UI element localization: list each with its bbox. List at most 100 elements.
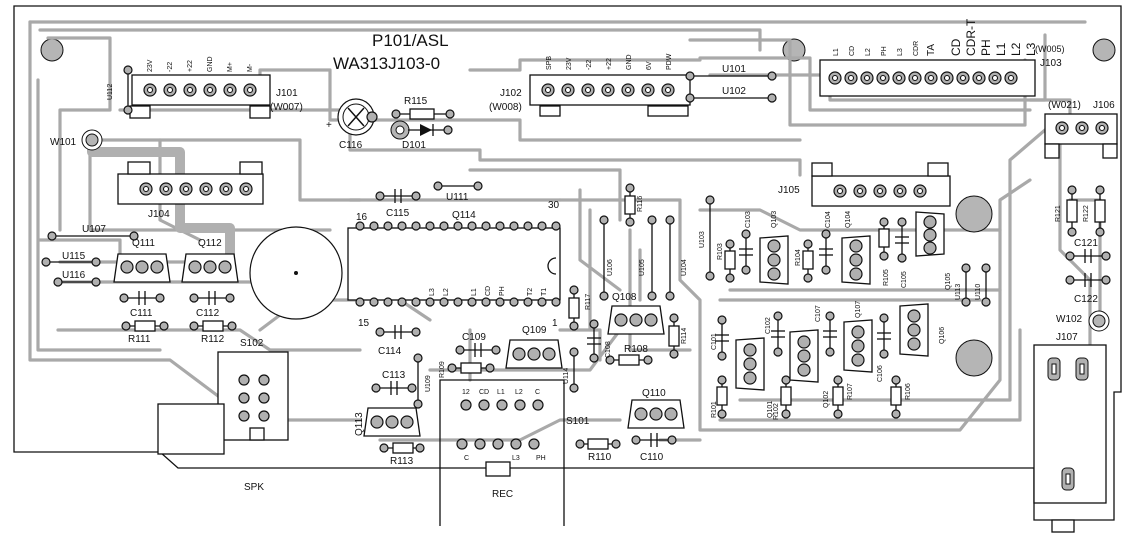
capacitor-c101: C101 [711, 315, 729, 361]
transistor-q112: Q112 [181, 238, 239, 283]
connector-j103: L1 CD L2 PH L3 CDR TA CD CDR-T PH L1 L2 … [819, 18, 1065, 97]
connector-j107: J107 [1033, 332, 1107, 533]
r104-ref: R104 [795, 249, 802, 266]
resistor-r109: R109 [439, 361, 495, 378]
transistor-q108: Q108 [607, 292, 665, 335]
j103-alt: (W005) [1035, 44, 1065, 54]
j103-pin-6: TA [926, 44, 937, 56]
j103-pin-5: CDR [913, 41, 920, 56]
j101-pin-1: -22 [167, 62, 174, 72]
s101-ref: S101 [566, 416, 590, 427]
speaker-spk: SPK [157, 403, 264, 493]
c105-ref: C105 [901, 271, 908, 288]
u103-ref: U103 [699, 231, 706, 248]
q114-pin15: 15 [358, 318, 370, 329]
resistor-r104: R104 [795, 239, 814, 283]
resistor-r110: R110 [575, 438, 621, 463]
s101-bottom-1: L3 [512, 455, 520, 462]
transistor-q105: Q105 [915, 211, 952, 290]
u105-ref: U105 [639, 259, 646, 276]
transistor-q110: Q110 [627, 388, 685, 429]
mount-hole-tl [40, 38, 64, 62]
j103-pin-0: L1 [833, 48, 840, 56]
j102-pin-4: GND [626, 54, 633, 70]
c104-ref: C104 [825, 211, 832, 228]
diode-d101: D101 [390, 120, 453, 151]
w101-ref: W101 [50, 137, 77, 148]
capacitor-c111: C111 [119, 291, 165, 319]
ic-q114: Q114 16 30 15 1 L3 L2 L1 CD PH T2 T1 [347, 200, 561, 329]
u104-ref: U104 [681, 259, 688, 276]
c106-ref: C106 [877, 365, 884, 382]
q110-ref: Q110 [642, 388, 666, 399]
q104-ref: Q104 [845, 211, 852, 228]
u116-ref: U116 [62, 270, 86, 281]
j103-pin-1: CD [849, 46, 856, 56]
j103-pin-11: L2 [1009, 42, 1023, 56]
resistor-r121: R121 [1055, 185, 1078, 237]
q114-pin1: 1 [552, 318, 558, 329]
j101-alt: (W007) [270, 102, 303, 113]
r113-ref: R113 [390, 456, 414, 467]
q114-label-l2: L2 [443, 288, 450, 296]
j103-pin-9: PH [979, 39, 993, 56]
transistor-q113: Q113 [354, 407, 421, 437]
j103-ref: J103 [1040, 58, 1062, 69]
u113-ref: U112 [107, 84, 114, 100]
resistor-r114: R114 [668, 313, 688, 359]
j101-pin-4: M+ [227, 62, 234, 72]
resistor-r112: R112 [189, 320, 237, 345]
r103-ref: R103 [717, 243, 724, 260]
r117-ref: R117 [585, 294, 592, 310]
c116-plus: + [326, 120, 332, 131]
r114-ref: R114 [681, 328, 688, 344]
j101-pin-0: 23V [147, 59, 154, 72]
r111-ref: R111 [128, 334, 151, 345]
q111-ref: Q111 [132, 238, 155, 249]
resistor-r116: R116 [624, 183, 644, 227]
resistor-r111: R111 [121, 320, 169, 345]
r122-ref: R122 [1083, 205, 1090, 222]
r108-ref: R108 [624, 344, 648, 355]
j101-pin-2: +22 [187, 60, 194, 72]
resistor-r115: R115 [391, 96, 455, 120]
capacitor-c115: C115 [375, 189, 421, 219]
c113-ref: C113 [382, 370, 406, 381]
connector-j106: (W021) J106 [1044, 100, 1118, 159]
resistor-r102: R102 [773, 375, 792, 420]
capacitor-c122: C122 [1065, 273, 1111, 305]
capacitor-c103: C103 [739, 211, 753, 275]
mount-hole-tr [1092, 38, 1116, 62]
j102-pin-1: 23V [566, 57, 573, 70]
transistor-q103: Q103 [759, 211, 789, 285]
pad-large-2 [955, 339, 993, 377]
q101-ref: Q101 [767, 401, 774, 418]
c110-ref: C110 [640, 452, 664, 463]
u111-ref: U113 [955, 284, 962, 300]
resistor-r113: R113 [379, 442, 425, 467]
j103-pin-12: L3 [1024, 42, 1038, 56]
j106-ref: J106 [1093, 100, 1115, 111]
resistor-r108: R108 [605, 344, 653, 366]
s102-ref: S102 [240, 338, 264, 349]
c116-ref: C116 [339, 140, 363, 151]
j103-pin-8: CDR-T [964, 18, 978, 56]
transistor-q106: Q106 [899, 303, 946, 357]
capacitor-c112: C112 [189, 291, 235, 319]
board-part-number: WA313J103-0 [333, 54, 440, 73]
resistor-r103: R103 [717, 239, 736, 283]
connector-j105: J105 [778, 162, 951, 207]
j106-alt: (W021) [1048, 100, 1081, 111]
transistor-q107: Q107 [843, 301, 873, 373]
u114-ref: U114 [563, 368, 570, 384]
j103-pin-4: L3 [897, 48, 904, 56]
capacitor-c102: C102 [765, 311, 785, 357]
u112-ref: U111 [446, 192, 469, 203]
w102-ref: W102 [1056, 314, 1083, 325]
q113-ref: Q113 [354, 412, 365, 436]
resistor-r105: R105 [878, 217, 890, 286]
capacitor-c106: C106 [877, 313, 891, 382]
capacitor-c105: C105 [895, 217, 909, 288]
resistor-r106: R106 [890, 375, 912, 419]
